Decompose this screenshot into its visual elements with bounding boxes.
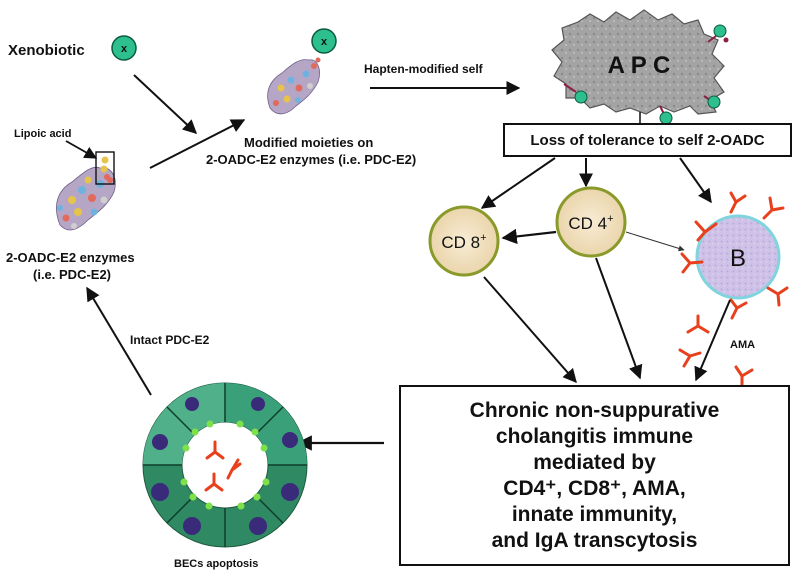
bec-lumen-antibodies [204, 440, 242, 492]
enzymes-label-line2: (i.e. PDC-E2) [33, 267, 111, 282]
b-cell: B [695, 214, 781, 300]
cd4-superscript: + [607, 213, 613, 225]
cd4-to-chronic-arrow [595, 257, 643, 380]
pdc-e2-enzyme-structure [56, 166, 116, 231]
chronic-line-3: mediated by [533, 450, 656, 474]
xenobiotic-to-convergence-arrow [133, 74, 198, 134]
modified-label-line2: 2-OADC-E2 enzymes (i.e. PDC-E2) [206, 152, 416, 167]
cd8-superscript: + [480, 232, 486, 244]
becs-to-enzyme-arrow [86, 286, 152, 396]
bile-duct-bec-ring [142, 382, 308, 548]
apc-surface-antigens [563, 24, 729, 125]
enzyme-to-modified-arrow [149, 119, 246, 169]
cd8-label: CD 8 [441, 233, 480, 252]
b-cell-to-chronic-arrow [694, 299, 731, 382]
hapten-modified-self-label: Hapten-modified self [364, 62, 484, 76]
lipoic-acid-site [95, 151, 115, 185]
xenobiotic-molecule: x [111, 35, 137, 61]
cd4-label: CD 4 [568, 214, 607, 233]
xenobiotic-x-symbol: x [121, 43, 128, 55]
hapten-molecule: x [311, 28, 337, 54]
svg-text:CD 8+: CD 8+ [441, 232, 486, 252]
cd4-to-b-cell-arrow [625, 231, 685, 252]
chronic-line-2: cholangitis immune [495, 424, 694, 448]
apc-cell: A P C [551, 9, 725, 115]
cd8-t-cell: CD 8+ [428, 205, 500, 277]
b-cell-surface-antibodies [680, 191, 789, 307]
svg-text:CD 4+: CD 4+ [568, 213, 613, 233]
cd8-to-chronic-arrow [483, 276, 577, 384]
apc-label: A P C [608, 52, 671, 79]
chronic-line-4: CD4⁺, CD8⁺, AMA, [503, 476, 686, 500]
ama-label: AMA [730, 339, 755, 351]
loss-of-tolerance-text: Loss of tolerance to self 2-OADC [530, 131, 765, 149]
b-cell-label: B [730, 245, 746, 272]
modified-label-line1: Modified moieties on [244, 135, 373, 150]
chronic-line-1: Chronic non-suppurative [469, 398, 720, 422]
loss-to-b-cell-arrow [679, 157, 712, 204]
lipoic-acid-arrow [65, 140, 98, 159]
intact-pdc-e2-label: Intact PDC-E2 [130, 333, 210, 347]
lipoic-acid-label: Lipoic acid [14, 128, 71, 140]
loss-to-cd8-arrow [480, 157, 556, 209]
enzymes-label-line1: 2-OADC-E2 enzymes [6, 250, 135, 265]
free-ama-antibodies [678, 298, 754, 388]
cd4-to-cd8-arrow [501, 228, 557, 245]
chronic-line-5: innate immunity, [511, 502, 678, 526]
hapten-x-symbol: x [321, 36, 328, 48]
chronic-cholangitis-box: Chronic non-suppurative cholangitis immu… [399, 385, 790, 566]
modified-enzyme-structure [267, 57, 321, 115]
loss-of-tolerance-box: Loss of tolerance to self 2-OADC [503, 123, 792, 157]
cd4-t-cell: CD 4+ [555, 186, 627, 258]
chronic-line-6: and IgA transcytosis [491, 528, 698, 552]
becs-apoptosis-label: BECs apoptosis [174, 558, 258, 570]
xenobiotic-label: Xenobiotic [8, 42, 85, 59]
